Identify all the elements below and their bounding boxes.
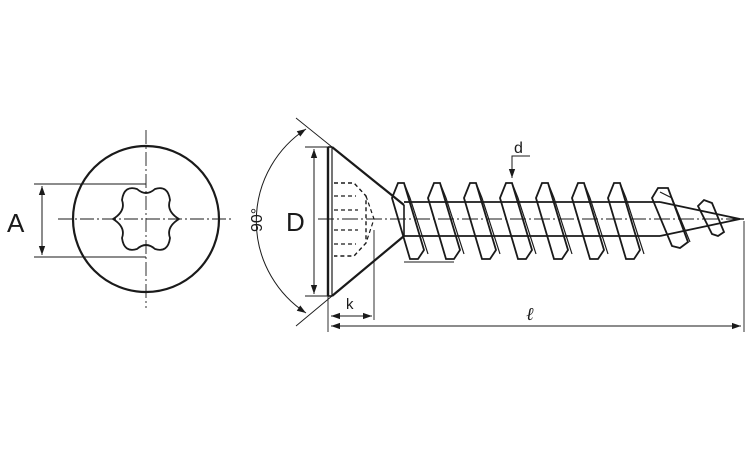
thread-crest xyxy=(650,187,691,249)
thread-crest xyxy=(535,182,573,260)
thread-crest xyxy=(696,198,726,237)
angle-90-label: 90° xyxy=(249,208,266,232)
thread-crest xyxy=(427,182,465,260)
screw-side-view xyxy=(255,117,745,332)
hexalobular-socket-icon xyxy=(111,187,181,251)
dimension-d-leader xyxy=(508,155,530,178)
dimension-A-label: A xyxy=(7,208,25,238)
thread-crests xyxy=(391,182,726,260)
countersunk-head xyxy=(326,146,405,297)
thread-crest xyxy=(607,182,645,260)
screw-tip xyxy=(659,201,744,237)
thread-crest xyxy=(463,182,501,260)
thread-crest xyxy=(571,182,609,260)
thread-crest xyxy=(391,182,429,260)
dimension-length-label: ℓ xyxy=(526,304,534,324)
thread-crest xyxy=(499,182,537,260)
dimension-k-label: k xyxy=(346,296,354,313)
angle-extension-bottom xyxy=(295,295,333,327)
angle-extension-top xyxy=(295,117,333,148)
head-top-view xyxy=(34,130,234,308)
dimension-D-label: D xyxy=(286,207,305,237)
angle-90-arc xyxy=(255,128,307,314)
dimension-d-label: d xyxy=(514,140,523,157)
